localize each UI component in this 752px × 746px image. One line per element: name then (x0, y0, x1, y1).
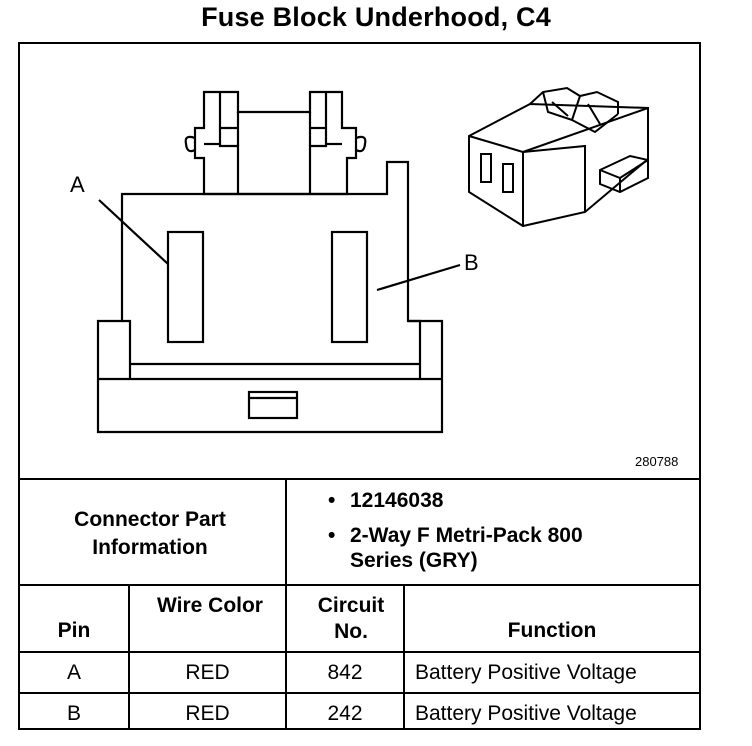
vdivider-col3 (403, 584, 405, 730)
row-a-function: Battery Positive Voltage (415, 661, 637, 684)
vdivider-col2 (285, 584, 287, 730)
vdivider-col1 (128, 584, 130, 730)
row-a-circuit: 842 (327, 661, 363, 684)
header-pin: Pin (57, 619, 91, 642)
cavity-b (330, 230, 369, 344)
row-b-function: Battery Positive Voltage (415, 702, 637, 725)
part-number: 12146038 (328, 488, 688, 513)
latch-outline (193, 90, 358, 196)
row-b-pin: B (66, 702, 81, 725)
leader-b (376, 263, 461, 292)
divider-row (20, 692, 699, 694)
connector-frame: A B 280788 Connector Part Information 12… (18, 42, 701, 730)
connector-3d-view (468, 86, 649, 228)
lock-window (247, 390, 299, 420)
pin-label-a: A (70, 172, 85, 197)
divider-diagram (20, 478, 699, 480)
connector-diagram: A B 280788 (20, 44, 699, 480)
connector-info-label: Connector Part Information (74, 508, 226, 559)
connector-info-list: 12146038 2-Way F Metri-Pack 800 Series (… (328, 488, 688, 573)
figure-number: 280788 (635, 454, 679, 469)
row-a-wire-color: RED (185, 661, 230, 684)
connector-type: 2-Way F Metri-Pack 800 Series (GRY) (328, 523, 605, 573)
connector-body (96, 160, 444, 434)
header-function: Function (507, 619, 597, 642)
header-wire-color: Wire Color (157, 594, 263, 617)
row-b-wire-color: RED (185, 702, 230, 725)
row-a-pin: A (66, 661, 81, 684)
leader-a (98, 199, 169, 265)
connector-drawing (96, 86, 649, 434)
vdivider-info (285, 478, 287, 586)
page-title: Fuse Block Underhood, C4 (201, 2, 551, 32)
header-circuit-no: Circuit No. (317, 594, 385, 643)
cavity-a (166, 230, 205, 344)
row-b-circuit: 242 (327, 702, 363, 725)
pin-label-b: B (464, 250, 479, 275)
divider-info (20, 584, 699, 586)
divider-header (20, 651, 699, 653)
